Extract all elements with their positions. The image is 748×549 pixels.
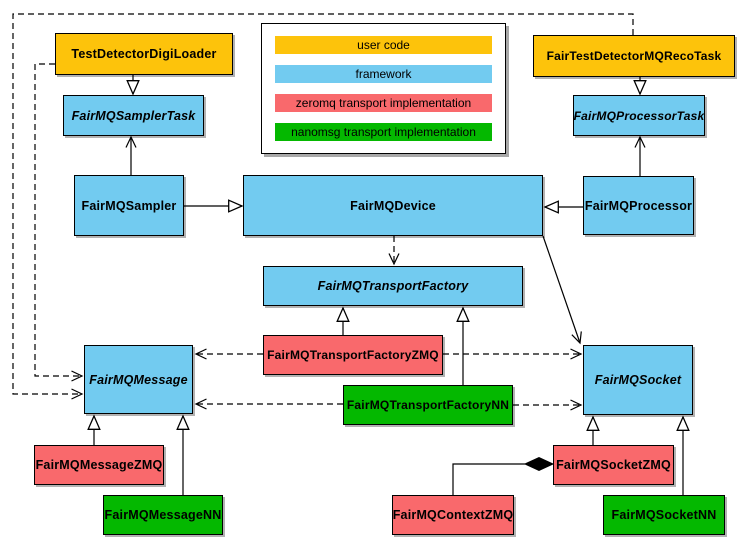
class-label: FairMQProcessor <box>584 198 693 213</box>
class-label: FairMQMessage <box>89 372 188 387</box>
class-label: FairMQSampler <box>81 198 177 213</box>
class-label: FairMQTransportFactoryZMQ <box>267 348 439 362</box>
legend-label: nanomsg transport implementation <box>291 125 476 139</box>
legend: user code framework zeromq transport imp… <box>261 23 506 154</box>
legend-item-zeromq: zeromq transport implementation <box>275 94 492 112</box>
class-label: FairMQMessageZMQ <box>35 458 163 472</box>
legend-label: framework <box>355 67 412 81</box>
class-label: FairMQMessageNN <box>104 508 222 522</box>
class-box-fairmqtransportfactory: FairMQTransportFactory <box>263 266 523 306</box>
class-box-fairtestdetectormqrecotask: FairTestDetectorMQRecoTask <box>533 35 735 77</box>
class-box-fairmqtransportfactorynn: FairMQTransportFactoryNN <box>343 385 513 425</box>
class-box-fairmqmessagezmq: FairMQMessageZMQ <box>34 445 164 485</box>
class-box-fairmqmessage: FairMQMessage <box>84 345 193 414</box>
class-box-fairmqcontextzmq: FairMQContextZMQ <box>392 495 514 535</box>
class-label: FairMQSocket <box>594 373 682 387</box>
edge-contextzmq-socketzmq <box>452 463 525 495</box>
class-label: FairMQTransportFactoryNN <box>346 398 510 412</box>
composition-diamond <box>523 456 555 472</box>
class-box-fairmqprocessor: FairMQProcessor <box>583 176 694 235</box>
class-box-testdetectordigiloader: TestDetectorDigiLoader <box>55 33 233 75</box>
class-label: FairMQDevice <box>350 198 436 213</box>
class-box-fairmqdevice: FairMQDevice <box>243 175 543 236</box>
class-box-fairmqsocketnn: FairMQSocketNN <box>603 495 725 535</box>
class-label: FairMQSamplerTask <box>71 108 196 123</box>
edge-device-socket <box>542 235 582 345</box>
legend-label: zeromq transport implementation <box>295 96 472 110</box>
class-label: FairMQContextZMQ <box>392 508 514 522</box>
class-box-fairmqsampler: FairMQSampler <box>74 175 184 236</box>
class-box-fairmqprocessortask: FairMQProcessorTask <box>573 95 705 136</box>
legend-label: user code <box>357 38 410 52</box>
legend-item-user-code: user code <box>275 36 492 54</box>
class-box-fairmqtransportfactoryzmq: FairMQTransportFactoryZMQ <box>263 335 443 375</box>
class-label: FairMQSocketNN <box>611 508 717 522</box>
legend-item-nanomsg: nanomsg transport implementation <box>275 123 492 141</box>
class-box-fairmqsocketzmq: FairMQSocketZMQ <box>553 445 674 485</box>
legend-item-framework: framework <box>275 65 492 83</box>
class-box-fairmqmessagenn: FairMQMessageNN <box>103 495 223 535</box>
class-box-fairmqsocket: FairMQSocket <box>583 345 693 415</box>
class-label: FairMQProcessorTask <box>573 108 705 123</box>
class-label: FairTestDetectorMQRecoTask <box>546 49 722 63</box>
class-box-fairmqsamplertask: FairMQSamplerTask <box>63 95 204 136</box>
class-label: FairMQSocketZMQ <box>556 458 671 472</box>
class-label: TestDetectorDigiLoader <box>71 47 217 61</box>
class-label: FairMQTransportFactory <box>317 279 469 293</box>
